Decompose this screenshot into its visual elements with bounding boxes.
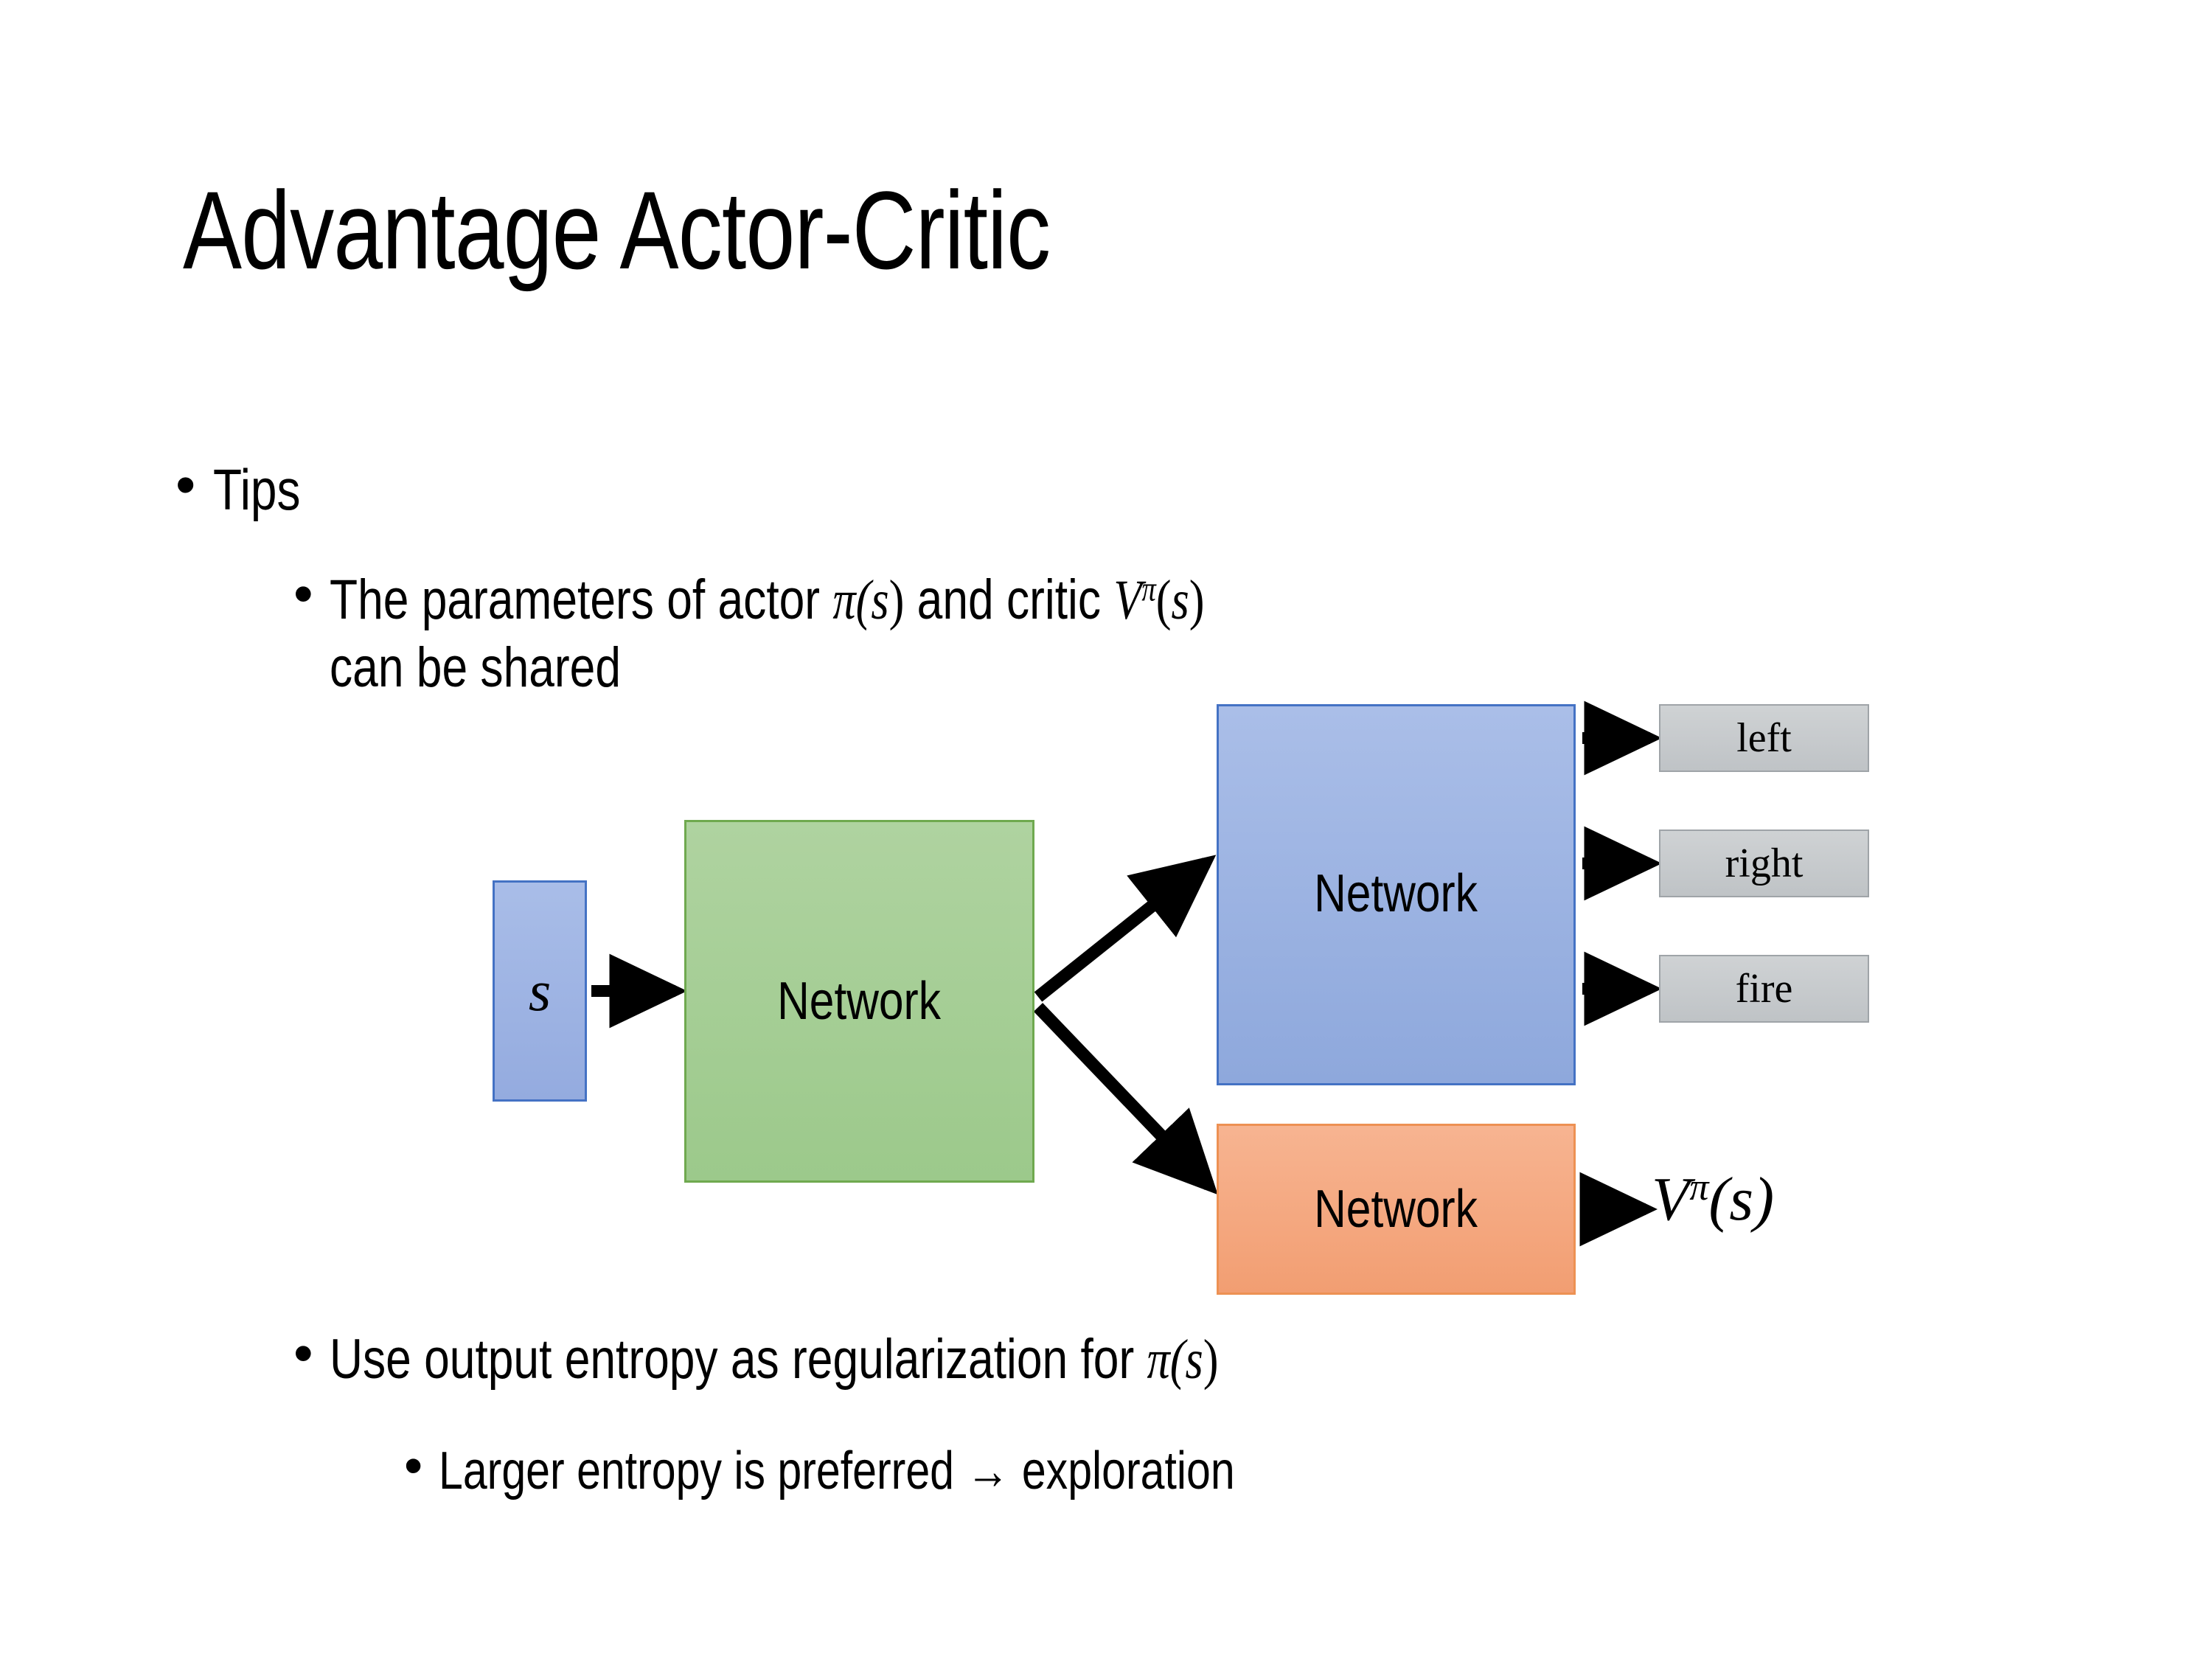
output-action-left: left bbox=[1659, 704, 1869, 772]
arrow-shared-to-actor bbox=[1034, 855, 1217, 1002]
output-action-right-label: right bbox=[1725, 841, 1804, 886]
math-pi-of-s: π(s) bbox=[1147, 1329, 1219, 1391]
node-actor-network: Network bbox=[1217, 704, 1576, 1085]
node-shared-network: Network bbox=[684, 820, 1034, 1183]
node-critic-network: Network bbox=[1217, 1124, 1576, 1295]
bullet-tips: • Tips bbox=[175, 456, 319, 524]
bullet-marker-icon: • bbox=[175, 452, 196, 517]
node-state-label: s bbox=[528, 959, 552, 1023]
bullet-marker-icon: • bbox=[404, 1436, 423, 1495]
bullet-marker-icon: • bbox=[293, 563, 313, 625]
page-title: Advantage Actor-Critic bbox=[183, 168, 1051, 292]
bullet-larger-entropy-label: Larger entropy is preferred → exploratio… bbox=[438, 1441, 1235, 1500]
bullet-shared-parameters: • The parameters of actor π(s) and criti… bbox=[293, 566, 1397, 701]
output-value-function: Vπ(s) bbox=[1652, 1164, 1774, 1235]
params-text-b: and critic bbox=[904, 568, 1114, 631]
entropy-text-a: Use output entropy as regularization for bbox=[330, 1328, 1147, 1391]
output-action-fire-label: fire bbox=[1735, 966, 1793, 1012]
arrow-shared-to-critic bbox=[1033, 1003, 1218, 1195]
bullet-shared-parameters-text: The parameters of actor π(s) and critic … bbox=[330, 566, 1205, 701]
node-critic-network-label: Network bbox=[1314, 1180, 1478, 1239]
output-action-fire: fire bbox=[1659, 955, 1869, 1023]
bullet-larger-entropy: • Larger entropy is preferred → explorat… bbox=[404, 1439, 1409, 1503]
bullet-tips-label: Tips bbox=[212, 457, 301, 522]
node-state-input: s bbox=[493, 880, 587, 1102]
value-open-paren: ( bbox=[1708, 1165, 1730, 1234]
node-shared-network-label: Network bbox=[777, 972, 942, 1031]
node-actor-network-label: Network bbox=[1314, 863, 1478, 923]
bullet-marker-icon: • bbox=[293, 1322, 313, 1385]
math-v-pi-of-s: Vπ(s) bbox=[1113, 569, 1205, 631]
params-line2: can be shared bbox=[330, 636, 622, 700]
output-action-right: right bbox=[1659, 830, 1869, 897]
value-close-paren: ) bbox=[1753, 1165, 1775, 1234]
output-action-left-label: left bbox=[1736, 715, 1792, 761]
params-text-a: The parameters of actor bbox=[330, 568, 833, 631]
value-base: V bbox=[1652, 1165, 1690, 1234]
bullet-entropy-regularization: • Use output entropy as regularization f… bbox=[293, 1326, 1414, 1394]
value-superscript: π bbox=[1689, 1166, 1709, 1208]
math-pi-of-s: π(s) bbox=[832, 569, 905, 631]
value-arg: s bbox=[1729, 1165, 1754, 1234]
bullet-entropy-text: Use output entropy as regularization for… bbox=[330, 1326, 1219, 1394]
